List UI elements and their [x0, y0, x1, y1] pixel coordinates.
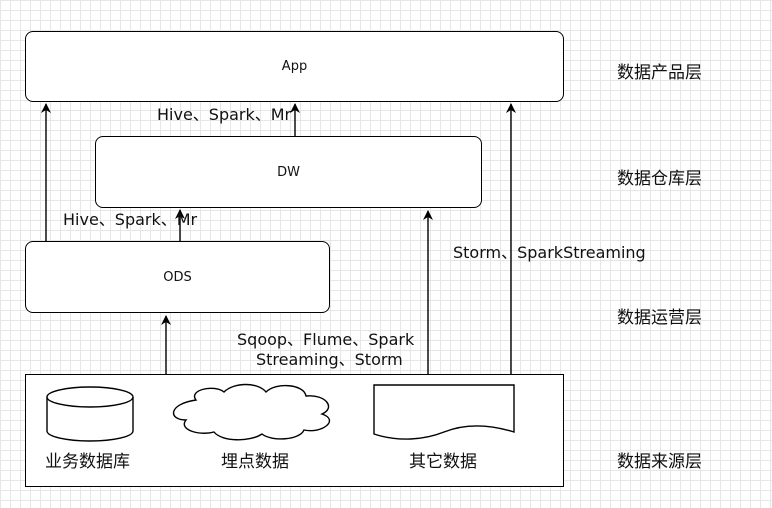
cloud-icon	[173, 383, 331, 441]
edge-label-ods-to-dw: Hive、Spark、Mr	[63, 210, 198, 229]
source-label-database: 业务数据库	[45, 452, 130, 472]
edge-label-dw-to-app: Hive、Spark、Mr	[157, 105, 292, 124]
ods-box: ODS	[25, 241, 330, 313]
database-icon	[46, 386, 134, 442]
app-label: App	[281, 59, 308, 74]
layer-label-product: 数据产品层	[617, 63, 702, 83]
app-box: App	[25, 31, 564, 102]
source-label-tracking: 埋点数据	[221, 452, 289, 472]
layer-label-operation: 数据运营层	[617, 308, 702, 328]
dw-label: DW	[277, 164, 300, 180]
source-label-other: 其它数据	[409, 452, 477, 472]
edge-label-source-to-ods-line1: Sqoop、Flume、Spark	[237, 330, 415, 349]
edge-label-source-to-ods-line2: Streaming、Storm	[256, 350, 403, 369]
edge-label-source-to-dw: Storm、SparkStreaming	[453, 243, 646, 262]
ods-label: ODS	[163, 269, 192, 285]
dw-box: DW	[95, 136, 482, 208]
layer-label-source: 数据来源层	[617, 452, 702, 472]
layer-label-warehouse: 数据仓库层	[617, 169, 702, 189]
document-icon	[373, 384, 515, 440]
